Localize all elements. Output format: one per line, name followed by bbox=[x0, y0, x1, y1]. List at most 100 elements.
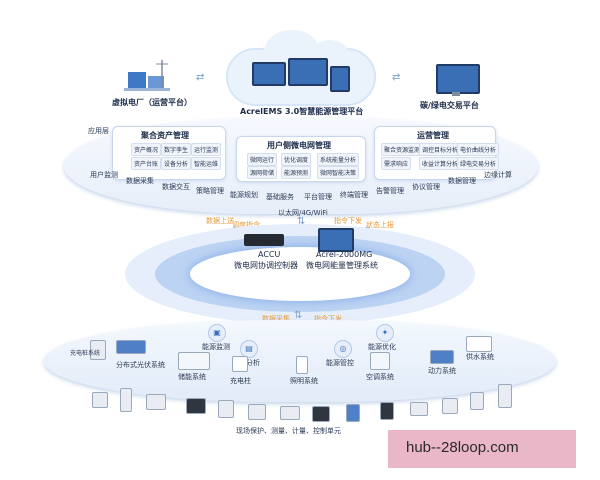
accu-name: ACCU bbox=[258, 250, 281, 259]
watermark-text: hub--28loop.com bbox=[406, 439, 519, 456]
arc-item: 边缘计算 bbox=[484, 171, 512, 179]
field-device-icon bbox=[470, 392, 484, 410]
protocol-label: 以太网/4G/WiFi bbox=[278, 209, 328, 217]
lighting-icon bbox=[296, 356, 308, 374]
monitor-icon bbox=[252, 62, 286, 86]
analysis-function-icon: ▤ bbox=[240, 340, 258, 358]
chip: 资产台账 bbox=[131, 157, 162, 170]
system-label: 分布式光伏系统 bbox=[116, 361, 165, 369]
field-device-icon bbox=[442, 398, 458, 414]
chip: 电价曲线分析 bbox=[457, 143, 500, 156]
panel-asset-management: 聚合资产管理 资产概况 数字孪生 运行监测 资产台账 设备分析 智能运维 bbox=[112, 126, 226, 180]
panel-operation-management: 运营管理 聚合资源监测 调控目标分析 电价曲线分析 需求响应 收益计算分析 绿电… bbox=[374, 126, 500, 180]
app-layer-label: 应用层 bbox=[88, 127, 109, 135]
cloud-platform-label: AcrelEMS 3.0智慧能源管理平台 bbox=[240, 107, 364, 116]
panel-title: 用户侧微电网管理 bbox=[267, 141, 331, 150]
water-icon bbox=[466, 336, 492, 352]
ac-icon bbox=[370, 352, 390, 370]
field-device-icon bbox=[410, 402, 428, 416]
system-label: 供水系统 bbox=[466, 353, 494, 361]
tag-dispatch: 调度指令 bbox=[232, 221, 260, 229]
chip: 聚合资源监测 bbox=[381, 143, 424, 156]
monitor-icon bbox=[330, 66, 350, 92]
field-device-icon bbox=[346, 404, 360, 422]
chip: 收益计算分析 bbox=[419, 157, 462, 170]
carbon-monitor-icon bbox=[436, 64, 480, 94]
arc-item: 数据管理 bbox=[448, 177, 476, 185]
field-device-icon bbox=[248, 404, 266, 420]
field-device-icon bbox=[186, 398, 206, 414]
pv-system-icon bbox=[116, 340, 146, 354]
arrow-right-icon: ⇄ bbox=[392, 72, 401, 83]
charging-system-icon bbox=[90, 340, 106, 360]
arc-item: 数据采集 bbox=[126, 177, 154, 185]
field-device-icon bbox=[380, 402, 394, 420]
tag-data-upload: 数据上送 bbox=[206, 217, 234, 225]
arc-item: 用户监测 bbox=[90, 171, 118, 179]
field-device-icon bbox=[218, 400, 234, 418]
vpp-icon bbox=[122, 58, 172, 92]
chip: 微网智能决策 bbox=[317, 166, 360, 179]
chip: 运行监测 bbox=[191, 143, 222, 156]
system-label: 储能系统 bbox=[178, 373, 206, 381]
vpp-label: 虚拟电厂（运营平台） bbox=[112, 98, 192, 107]
function-label: 能源优化 bbox=[368, 343, 396, 351]
tag-command-down: 指令下发 bbox=[314, 315, 342, 323]
optimize-function-icon: ✦ bbox=[376, 324, 394, 342]
field-device-icon bbox=[498, 384, 512, 408]
field-device-icon bbox=[312, 406, 330, 422]
field-device-icon bbox=[92, 392, 108, 408]
updown-arrow-icon: ⇅ bbox=[297, 216, 306, 227]
chip: 设备分析 bbox=[161, 157, 192, 170]
mg-desc: 微电网能量管理系统 bbox=[306, 261, 378, 270]
chip: 需求响应 bbox=[381, 157, 412, 170]
field-footer-label: 现场保护、测量、计量、控制单元 bbox=[236, 427, 341, 435]
chip: 系统能量分析 bbox=[317, 153, 360, 166]
chip: 源网荷储 bbox=[247, 166, 278, 179]
system-label: 充电柱 bbox=[230, 377, 251, 385]
tag-command: 指令下发 bbox=[334, 217, 362, 225]
chip: 优化调度 bbox=[281, 153, 312, 166]
inner-ring bbox=[190, 247, 410, 301]
monitor-function-icon: ▣ bbox=[208, 324, 226, 342]
control-function-icon: ◎ bbox=[334, 340, 352, 358]
tag-data-collect: 数据采集 bbox=[262, 315, 290, 323]
arc-item: 告警管理 bbox=[376, 187, 404, 195]
panel-title: 聚合资产管理 bbox=[141, 131, 189, 140]
updown-arrow-icon: ⇅ bbox=[294, 310, 303, 321]
function-label: 能源管控 bbox=[326, 359, 354, 367]
field-device-icon bbox=[120, 388, 132, 412]
chip: 智能运维 bbox=[191, 157, 222, 170]
carbon-label: 碳/绿电交易平台 bbox=[420, 101, 479, 110]
field-device-icon bbox=[146, 394, 166, 410]
accu-desc: 微电网协调控制器 bbox=[234, 261, 298, 270]
arc-item: 数据交互 bbox=[162, 183, 190, 191]
field-device-icon bbox=[280, 406, 300, 420]
accu-device-icon bbox=[244, 234, 284, 246]
storage-system-icon bbox=[178, 352, 210, 370]
chip: 微网运行 bbox=[247, 153, 278, 166]
system-label: 动力系统 bbox=[428, 367, 456, 375]
panel-title: 运营管理 bbox=[417, 131, 449, 140]
panel-microgrid-management: 用户侧微电网管理 微网运行 优化调度 系统能量分析 源网荷储 能源预测 微网智能… bbox=[236, 136, 366, 182]
chip: 调控目标分析 bbox=[419, 143, 462, 156]
chip: 能源预测 bbox=[281, 166, 312, 179]
monitor-icon bbox=[288, 58, 328, 86]
chip: 资产概况 bbox=[131, 143, 162, 156]
chip: 数字孪生 bbox=[161, 143, 192, 156]
mg-monitor-icon bbox=[318, 228, 354, 252]
arc-item: 策略管理 bbox=[196, 187, 224, 195]
system-label: 空调系统 bbox=[366, 373, 394, 381]
system-label: 照明系统 bbox=[290, 377, 318, 385]
arc-item: 终端管理 bbox=[340, 191, 368, 199]
tag-status: 状态上报 bbox=[366, 221, 394, 229]
arc-item: 基础服务 bbox=[266, 193, 294, 201]
arc-item: 能源规划 bbox=[230, 191, 258, 199]
system-label: 充电桩系统 bbox=[70, 350, 101, 357]
power-icon bbox=[430, 350, 454, 364]
arc-item: 平台管理 bbox=[304, 193, 332, 201]
arc-item: 协议管理 bbox=[412, 183, 440, 191]
charger-icon bbox=[232, 356, 248, 372]
chip: 绿电交易分析 bbox=[457, 157, 500, 170]
mg-name: Acrel-2000MG bbox=[316, 250, 373, 259]
